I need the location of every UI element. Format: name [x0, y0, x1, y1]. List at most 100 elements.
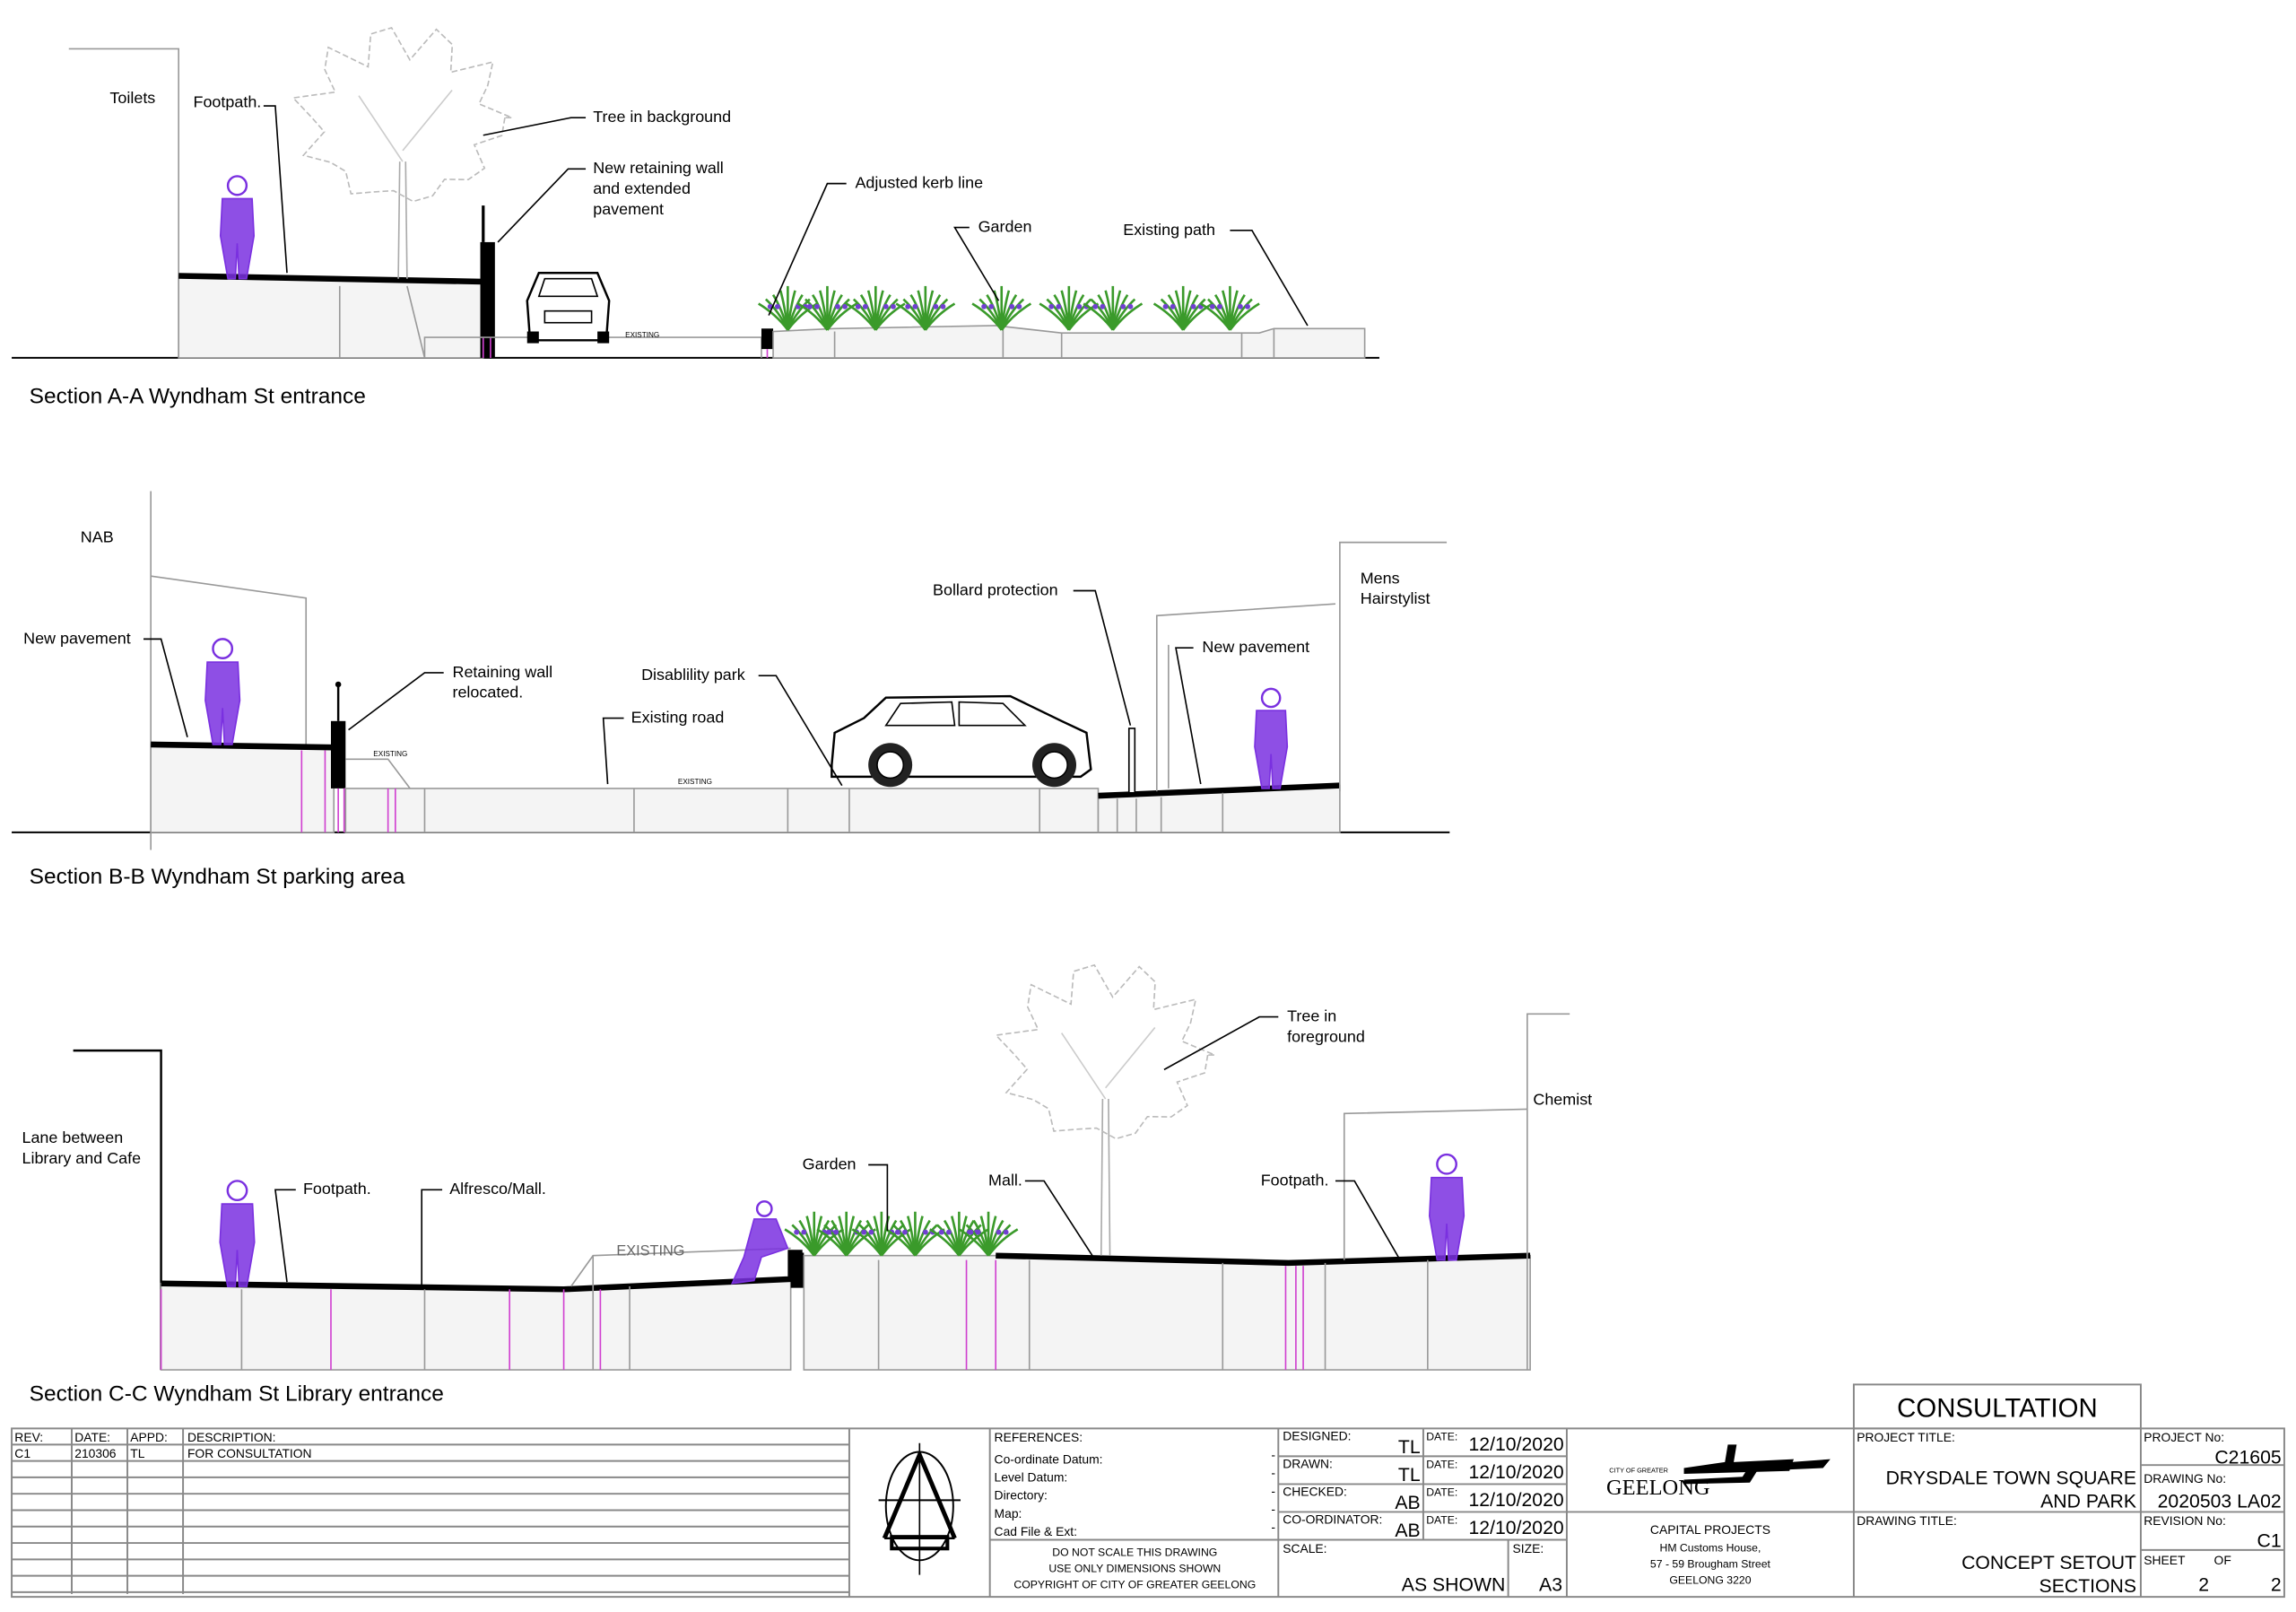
existing-note: EXISTING [373, 750, 407, 758]
plant-icon [895, 285, 956, 331]
rev-header: REV: [14, 1430, 43, 1444]
garden-plants [784, 1211, 1019, 1257]
size-value: A3 [1539, 1575, 1562, 1596]
signoff-initials: TL [1398, 1437, 1421, 1458]
plant-icon [885, 1211, 945, 1257]
label-retaining-wall: Retaining wall [452, 663, 552, 681]
existing-note: EXISTING [616, 1243, 684, 1259]
section-b: EXISTING EXISTING NAB New pavement Retai… [12, 491, 1450, 889]
drawing-title-2: SECTIONS [2039, 1576, 2136, 1597]
date-cell: 210306 [74, 1446, 117, 1460]
scale-label: SCALE: [1283, 1541, 1326, 1555]
existing-note: EXISTING [625, 331, 659, 339]
person-figure [1254, 687, 1289, 789]
label-kerb: Adjusted kerb line [855, 174, 983, 192]
scale-value: AS SHOWN [1402, 1575, 1506, 1596]
reference-label: Directory: [995, 1488, 1048, 1503]
reference-item: Cad File & Ext:- [995, 1520, 1275, 1538]
label-tree-2: foreground [1287, 1027, 1365, 1045]
existing-note: EXISTING [678, 778, 712, 786]
label-new-pavement: New pavement [1202, 638, 1309, 656]
signoff-date: 12/10/2020 [1468, 1518, 1563, 1538]
plant-icon [1200, 285, 1260, 331]
office-address: GEELONG 3220 [1669, 1573, 1751, 1586]
project-title: DRYSDALE TOWN SQUARE [1886, 1468, 2136, 1488]
signoff-date: 12/10/2020 [1468, 1490, 1563, 1511]
person-figure [204, 638, 241, 745]
status-label: CONSULTATION [1897, 1393, 2098, 1423]
project-title-2: AND PARK [2040, 1492, 2136, 1512]
plant-icon [797, 285, 857, 331]
sheet-label: SHEET [2144, 1553, 2186, 1567]
bollard [1127, 728, 1136, 794]
revision-no-label: REVISION No: [2144, 1513, 2226, 1528]
reference-value: - [1271, 1466, 1275, 1480]
person-sitting-figure [730, 1200, 789, 1285]
reference-value: - [1271, 1520, 1275, 1534]
retaining-wall [330, 720, 346, 789]
suv-car-icon [831, 694, 1092, 788]
office-name: CAPITAL PROJECTS [1650, 1522, 1770, 1537]
signoff-initials: AB [1395, 1521, 1420, 1541]
road-surface [344, 788, 1100, 833]
drawing-title-label: DRAWING TITLE: [1857, 1513, 1957, 1528]
car-rear-icon [526, 271, 611, 344]
plant-icon [846, 285, 906, 331]
sheet-total: 2 [2271, 1575, 2282, 1596]
label-bollard: Bollard protection [933, 580, 1058, 598]
revision-table: REV: DATE: APPD: DESCRIPTION: C1 210306 … [12, 1428, 850, 1598]
references-list: Co-ordinate Datum:-Level Datum:-Director… [995, 1448, 1275, 1538]
signoff-initials: TL [1398, 1465, 1421, 1486]
geelong-logo: CITY OF GREATER GEELONG [1606, 1444, 1831, 1500]
drawing-title: CONCEPT SETOUT [1961, 1553, 2136, 1573]
pavement-slab [151, 741, 335, 751]
signoff-date-label: DATE: [1426, 1430, 1457, 1442]
reference-value: - [1271, 1484, 1275, 1498]
garden-plants [758, 285, 1260, 331]
label-garden: Garden [803, 1155, 857, 1172]
label-tree: Tree in [1287, 1006, 1336, 1024]
reference-item: Co-ordinate Datum: - [995, 1448, 1275, 1467]
office-address: 57 - 59 Brougham Street [1650, 1557, 1771, 1570]
signoff-date-label: DATE: [1426, 1513, 1457, 1526]
chemist-building-outline [1526, 1013, 1570, 1371]
label-mall: Mall. [988, 1171, 1022, 1189]
retaining-wall [480, 241, 495, 358]
plant-icon [758, 285, 818, 331]
plant-icon [851, 1211, 912, 1257]
project-no: C21605 [2214, 1448, 2281, 1468]
reference-label: Level Datum: [995, 1470, 1068, 1485]
label-mens-hairstylist-2: Hairstylist [1361, 589, 1431, 607]
label-footpath: Footpath. [1261, 1171, 1329, 1189]
hairstylist-building-outline [1339, 541, 1448, 792]
reference-label: Co-ordinate Datum: [995, 1452, 1103, 1467]
person-figure [219, 1180, 256, 1287]
reference-value: - [1271, 1448, 1275, 1462]
logo-city-of-greater: CITY OF GREATER [1609, 1466, 1668, 1474]
label-retaining-wall: New retaining wall [593, 159, 724, 177]
label-tree: Tree in background [593, 108, 731, 126]
plant-icon [971, 285, 1032, 331]
label-retaining-wall-2: relocated. [452, 684, 523, 701]
alfresco-slab [161, 1250, 803, 1293]
person-figure [1429, 1153, 1465, 1261]
notice-line: DO NOT SCALE THIS DRAWING [1052, 1546, 1217, 1558]
signoff-date: 12/10/2020 [1468, 1434, 1563, 1455]
label-existing-road: Existing road [631, 708, 725, 726]
of-label: OF [2214, 1553, 2231, 1567]
signoff-role: DRAWN: [1283, 1456, 1333, 1470]
label-chemist: Chemist [1533, 1091, 1592, 1109]
signoff-role: CHECKED: [1283, 1484, 1347, 1498]
reference-item: Directory: - [995, 1484, 1275, 1503]
label-lane-2: Library and Cafe [22, 1149, 141, 1167]
sheet-number: 2 [2198, 1575, 2209, 1596]
section-a: EXISTING Toilets Footpath. Tree in backg… [12, 26, 1379, 409]
description-header: DESCRIPTION: [187, 1430, 276, 1444]
description-cell: FOR CONSULTATION [187, 1446, 312, 1460]
drawing-no-label: DRAWING No: [2144, 1471, 2226, 1486]
label-garden: Garden [978, 218, 1032, 236]
person-figure [219, 175, 256, 280]
title-block: CONSULTATION REV: DATE: APPD: DESCRIPTIO… [11, 1383, 2285, 1599]
rev-cell: C1 [14, 1446, 30, 1460]
